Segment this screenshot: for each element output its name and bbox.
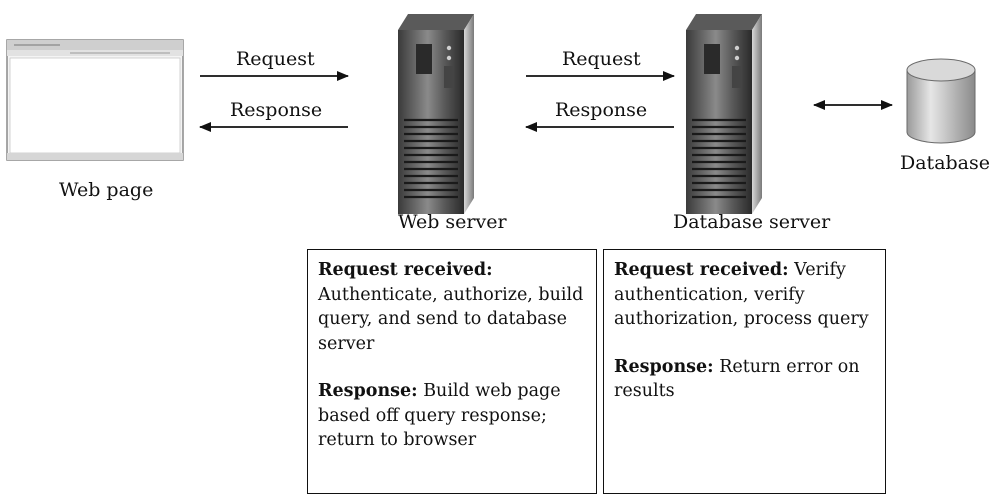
web-server-label: Web server	[398, 211, 507, 233]
right-response-label: Response	[555, 99, 648, 121]
left-request-label: Request	[236, 48, 315, 70]
request-heading: Request received:	[614, 260, 789, 280]
response-heading: Response:	[318, 381, 418, 401]
request-text: Authenticate, authorize, build query, an…	[318, 284, 584, 354]
database-server-response-note: Response: Return error on results	[614, 355, 875, 404]
web-page-icon	[6, 39, 184, 161]
database-icon	[906, 58, 976, 144]
database-server-note: Request received: Verify authentication,…	[603, 249, 886, 494]
database-label: Database	[900, 152, 991, 174]
web-page-label: Web page	[59, 179, 154, 201]
response-text: Return error on results	[614, 356, 860, 402]
database-server-request-note: Request received: Verify authentication,…	[614, 258, 875, 332]
web-server-note: Request received: Authenticate, authoriz…	[307, 249, 597, 494]
web-server-icon	[398, 14, 474, 214]
right-request-label: Request	[562, 48, 641, 70]
request-text: Verify authentication, verify authorizat…	[614, 260, 869, 329]
response-heading: Response:	[614, 356, 714, 377]
web-server-response-note: Response: Build web page based off query…	[318, 379, 586, 453]
web-server-request-note: Request received: Authenticate, authoriz…	[318, 258, 586, 356]
left-response-label: Response	[230, 99, 323, 121]
request-heading: Request received:	[318, 260, 493, 280]
database-server-label: Database server	[673, 211, 831, 233]
response-text: Build web page based off query response;…	[318, 381, 561, 450]
database-server-icon	[686, 14, 762, 214]
